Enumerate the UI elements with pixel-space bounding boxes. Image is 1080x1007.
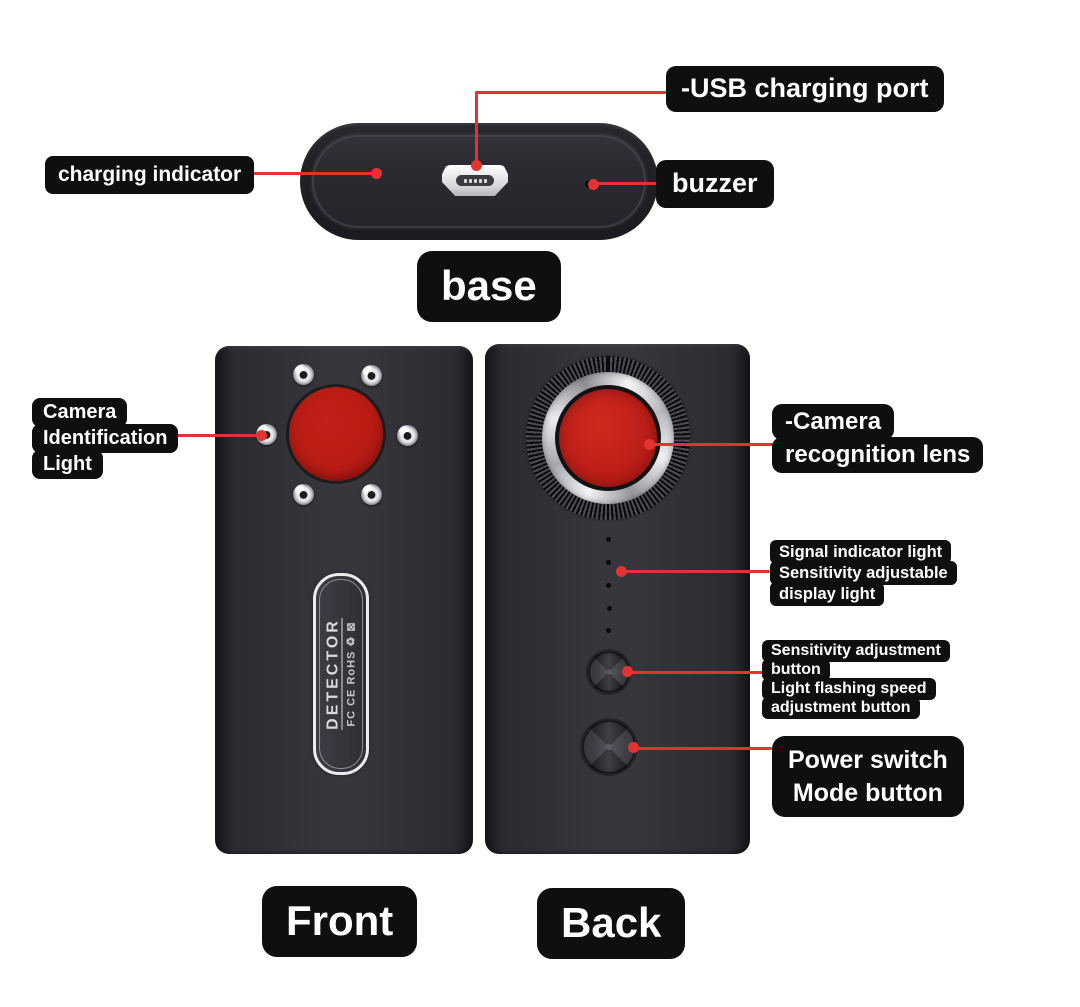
label-line: Identification — [32, 424, 179, 453]
leader-power — [635, 747, 772, 750]
label-line: Signal indicator light — [770, 540, 952, 564]
signal-indicator-light-label: Signal indicator light Sensitivity adjus… — [770, 540, 957, 606]
power-switch-mode-button-label: Power switch Mode button — [772, 736, 964, 817]
detector-badge-text: DETECTOR — [324, 618, 342, 730]
detector-badge-outline — [319, 579, 363, 769]
charging-indicator-label: charging indicator — [45, 156, 255, 195]
front-camera-lens — [289, 387, 383, 481]
leader-usb-h — [475, 91, 668, 94]
label-line: recognition lens — [772, 437, 984, 473]
leader-camera-light-dot — [256, 430, 267, 441]
leader-sensitivity — [628, 671, 763, 674]
camera-identification-led-icon — [293, 364, 314, 385]
signal-indicator-dot — [606, 583, 611, 588]
leader-signal — [622, 570, 770, 573]
label-line: Sensitivity adjustable — [770, 561, 957, 585]
base-title: base — [417, 251, 561, 322]
leader-lens — [650, 443, 775, 446]
signal-indicator-dot — [606, 628, 611, 633]
label-line: Mode button — [792, 778, 943, 807]
camera-identification-led-icon — [361, 365, 382, 386]
signal-indicator-dot — [606, 537, 611, 542]
label-line: -Camera — [772, 404, 895, 440]
label-line: display light — [770, 582, 885, 606]
sensitivity-adjustment-button-label: Sensitivity adjustment button Light flas… — [762, 640, 950, 719]
leader-lens-dot — [644, 439, 655, 450]
leader-charging — [250, 172, 376, 175]
leader-camera-light — [172, 434, 260, 437]
camera-recognition-lens-label: -Camera recognition lens — [772, 404, 984, 473]
signal-indicator-dot — [606, 560, 611, 565]
back-device — [485, 344, 750, 854]
camera-identification-led-icon — [397, 425, 418, 446]
label-line: button — [762, 659, 830, 681]
leader-buzzer — [594, 182, 658, 185]
camera-identification-light-label: Camera Identification Light — [32, 398, 179, 479]
buzzer-label: buzzer — [656, 160, 774, 208]
front-title: Front — [262, 886, 418, 957]
leader-usb-v — [475, 91, 478, 167]
leader-signal-dot — [616, 566, 627, 577]
leader-buzzer-dot — [588, 179, 599, 190]
camera-recognition-lens — [559, 389, 657, 487]
base-inner-outline — [312, 135, 646, 228]
leader-power-dot — [628, 742, 639, 753]
label-line: Sensitivity adjustment — [762, 640, 950, 662]
leader-charging-dot — [371, 168, 382, 179]
signal-indicator-dot — [607, 606, 612, 611]
label-line: adjustment button — [762, 697, 920, 719]
label-line: Light flashing speed — [762, 678, 936, 700]
camera-identification-led-icon — [361, 484, 382, 505]
certification-marks: FC CE RoHS ♻ ⊠ — [345, 621, 358, 727]
back-title: Back — [537, 888, 686, 959]
detector-badge: DETECTOR FC CE RoHS ♻ ⊠ — [313, 573, 369, 775]
leader-usb-dot — [471, 160, 482, 171]
power-switch-button — [582, 720, 636, 774]
usb-charging-port-label: -USB charging port — [666, 66, 944, 112]
label-line: Camera — [32, 398, 128, 427]
leader-sensitivity-dot — [622, 666, 633, 677]
usb-slot — [456, 175, 494, 186]
front-device: DETECTOR FC CE RoHS ♻ ⊠ — [215, 346, 473, 854]
label-line: Light — [32, 450, 103, 479]
label-line: Power switch — [788, 746, 948, 774]
camera-identification-led-icon — [293, 484, 314, 505]
